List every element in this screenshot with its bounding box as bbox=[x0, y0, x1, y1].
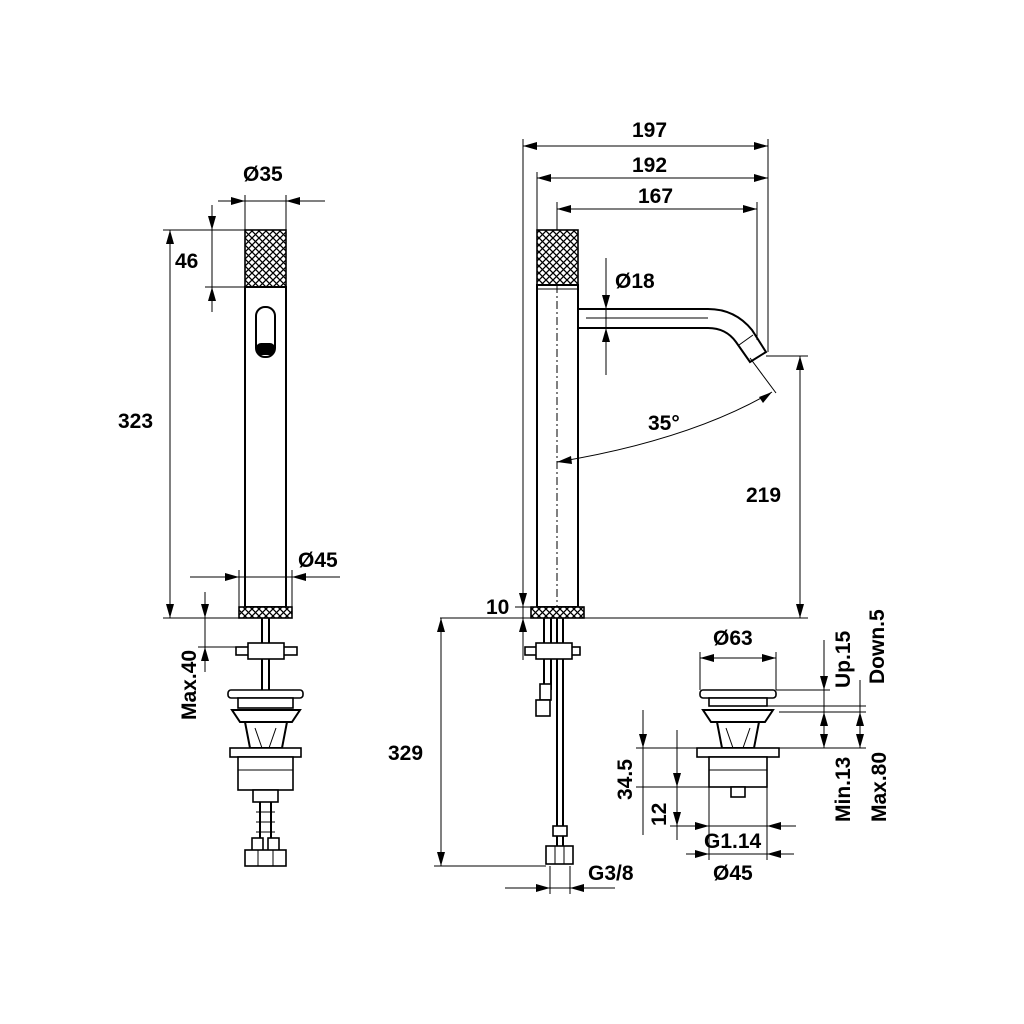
waste-dim-12-label: 12 bbox=[648, 803, 671, 826]
hose-length-label: 329 bbox=[388, 742, 423, 765]
waste-cap bbox=[699, 689, 777, 699]
front-max-deck-label: Max.40 bbox=[178, 650, 201, 720]
side-width-mid-label: 192 bbox=[632, 154, 667, 177]
side-width-total-label: 197 bbox=[632, 119, 667, 142]
base-ring-label: 10 bbox=[486, 596, 509, 619]
spout-diameter-label: Ø18 bbox=[615, 270, 655, 293]
waste-max-label: Max.80 bbox=[868, 752, 891, 822]
front-base-knurl bbox=[238, 606, 293, 619]
side-view: 197 192 167 Ø18 35° 219 bbox=[388, 119, 808, 894]
front-handle-knurl bbox=[244, 229, 287, 288]
front-aerator bbox=[255, 306, 276, 358]
waste-cap-diameter-label: Ø63 bbox=[713, 627, 753, 650]
waste-up-label: Up.15 bbox=[832, 630, 855, 688]
side-base-knurl bbox=[530, 606, 585, 619]
side-spout bbox=[578, 308, 768, 364]
waste-body-diameter-label: Ø45 bbox=[713, 862, 753, 885]
hose-thread-label: G3/8 bbox=[588, 862, 634, 885]
waste-dim-34-5-label: 34.5 bbox=[614, 759, 637, 800]
side-handle-knurl bbox=[536, 229, 579, 286]
waste-detail: Ø63 Up.15 Down.5 Min.13 Max.80 34.5 bbox=[614, 609, 891, 885]
front-total-height-label: 323 bbox=[118, 410, 153, 433]
waste-thread-label: G1.14 bbox=[704, 830, 762, 853]
side-width-spout-label: 167 bbox=[638, 185, 673, 208]
front-base-diameter-label: Ø45 bbox=[298, 549, 338, 572]
front-cap-diameter-label: Ø35 bbox=[243, 163, 283, 186]
waste-min-label: Min.13 bbox=[832, 757, 855, 822]
spout-angle-label: 35° bbox=[648, 412, 680, 435]
spout-clearance-label: 219 bbox=[746, 484, 781, 507]
waste-down-label: Down.5 bbox=[866, 609, 889, 684]
front-handle-height-label: 46 bbox=[175, 250, 198, 273]
front-body bbox=[244, 286, 287, 608]
front-view: Ø35 46 323 Ø45 Max.40 bbox=[118, 163, 340, 867]
